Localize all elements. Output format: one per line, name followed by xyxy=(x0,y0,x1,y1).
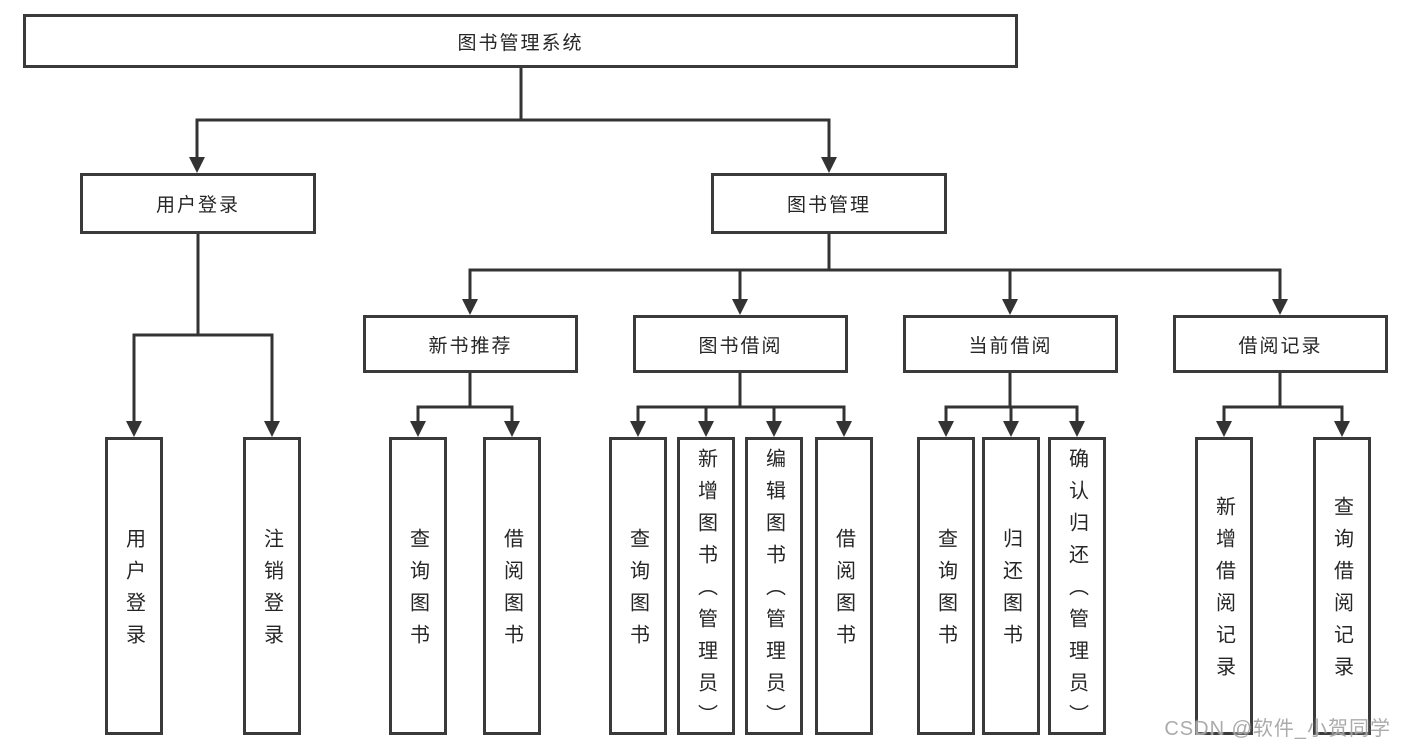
arrowhead-down-icon xyxy=(1002,299,1018,315)
leaf-add-borrow-record-label: 新增借阅记录 xyxy=(1212,496,1235,688)
leaf-logout-label: 注销登录 xyxy=(260,528,283,656)
node-book-borrowing: 图书借阅 xyxy=(633,315,848,373)
arrowhead-down-icon xyxy=(1003,421,1019,437)
leaf-edit-book-admin: 编辑图书（管理员） xyxy=(745,437,803,736)
leaf-edit-book-admin-label: 编辑图书（管理员） xyxy=(762,448,785,736)
leaf-confirm-return-admin: 确认归还（管理员） xyxy=(1048,437,1106,736)
node-user-login-label: 用户登录 xyxy=(155,195,240,216)
leaf-search-borrow-record-label: 查询借阅记录 xyxy=(1330,496,1353,688)
leaf-user-login-label: 用户登录 xyxy=(122,528,145,656)
arrowhead-down-icon xyxy=(1334,421,1350,437)
arrowhead-down-icon xyxy=(1272,299,1288,315)
leaf-borrow-books-borrowing-label: 借阅图书 xyxy=(832,528,855,656)
arrowhead-down-icon xyxy=(1069,421,1085,437)
leaf-borrow-books-borrowing: 借阅图书 xyxy=(815,437,873,735)
leaf-add-book-admin: 新增图书（管理员） xyxy=(677,437,735,736)
node-borrowing-records: 借阅记录 xyxy=(1173,315,1388,373)
arrowhead-down-icon xyxy=(504,421,520,437)
leaf-search-books-current: 查询图书 xyxy=(917,437,975,735)
leaf-search-borrow-record: 查询借阅记录 xyxy=(1313,437,1371,735)
node-user-login: 用户登录 xyxy=(80,173,316,234)
leaf-search-books-recommend: 查询图书 xyxy=(389,437,447,735)
leaf-confirm-return-admin-label: 确认归还（管理员） xyxy=(1065,448,1088,736)
leaf-borrow-books-recommend: 借阅图书 xyxy=(483,437,541,735)
arrowhead-down-icon xyxy=(126,421,142,437)
node-borrowing-records-label: 借阅记录 xyxy=(1238,335,1323,357)
node-new-book-recommend-label: 新书推荐 xyxy=(428,335,513,357)
leaf-return-book-label: 归还图书 xyxy=(999,528,1022,656)
csdn-watermark: CSDN @软件_小贺同学 xyxy=(1164,718,1391,740)
node-root: 图书管理系统 xyxy=(23,14,1018,68)
node-current-borrowing-label: 当前借阅 xyxy=(968,335,1053,357)
leaf-return-book: 归还图书 xyxy=(982,437,1040,735)
arrowhead-down-icon xyxy=(732,299,748,315)
arrowhead-down-icon xyxy=(938,421,954,437)
leaf-search-books-borrowing-label: 查询图书 xyxy=(626,528,649,656)
leaf-search-books-borrowing: 查询图书 xyxy=(609,437,667,735)
node-book-borrowing-label: 图书借阅 xyxy=(698,335,783,357)
arrowhead-down-icon xyxy=(264,421,280,437)
node-root-label: 图书管理系统 xyxy=(457,32,584,54)
leaf-user-login: 用户登录 xyxy=(105,437,163,735)
arrowhead-down-icon xyxy=(462,299,478,315)
leaf-search-books-current-label: 查询图书 xyxy=(934,528,957,656)
node-book-management: 图书管理 xyxy=(711,173,947,234)
leaf-logout: 注销登录 xyxy=(243,437,301,735)
arrowhead-down-icon xyxy=(630,421,646,437)
leaf-add-borrow-record: 新增借阅记录 xyxy=(1195,437,1253,735)
arrowhead-down-icon xyxy=(410,421,426,437)
leaf-borrow-books-recommend-label: 借阅图书 xyxy=(500,528,523,656)
node-book-management-label: 图书管理 xyxy=(786,195,871,216)
node-new-book-recommend: 新书推荐 xyxy=(363,315,578,373)
arrowhead-down-icon xyxy=(836,421,852,437)
arrowhead-down-icon xyxy=(1216,421,1232,437)
arrowhead-down-icon xyxy=(189,157,205,173)
arrowhead-down-icon xyxy=(821,157,837,173)
leaf-add-book-admin-label: 新增图书（管理员） xyxy=(694,448,717,736)
arrowhead-down-icon xyxy=(766,421,782,437)
leaf-search-books-recommend-label: 查询图书 xyxy=(406,528,429,656)
node-current-borrowing: 当前借阅 xyxy=(903,315,1118,373)
arrowhead-down-icon xyxy=(698,421,714,437)
